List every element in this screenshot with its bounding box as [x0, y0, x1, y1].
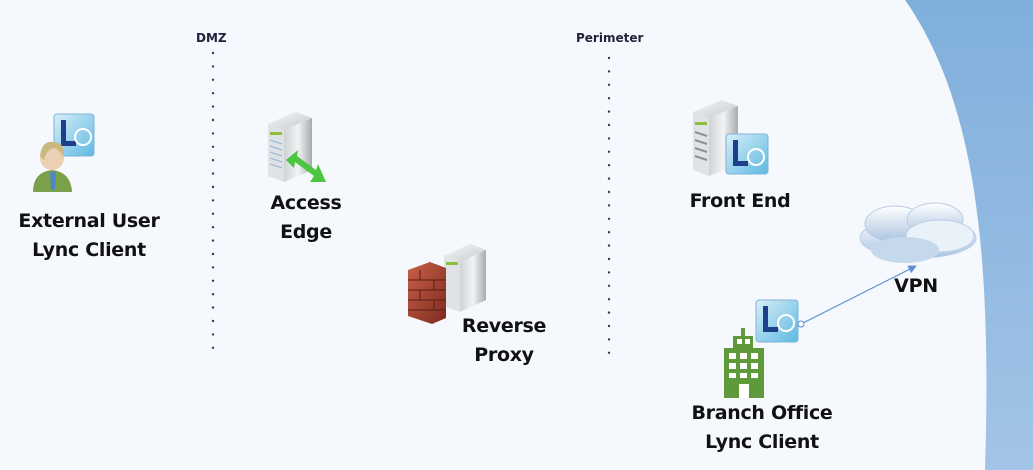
building-with-lync-icon	[724, 299, 799, 398]
divider-dot	[211, 199, 215, 202]
branch-office-line1: Branch Office	[691, 402, 833, 424]
divider-dot	[607, 164, 611, 167]
divider-dot	[211, 118, 215, 122]
branch-office-line2: Lync Client	[705, 431, 819, 453]
divider-dot	[607, 83, 611, 87]
node-label-front-end: Front End	[680, 187, 800, 216]
divider-dot	[607, 271, 611, 274]
firewall-server-icon	[408, 244, 486, 324]
front-end-line1: Front End	[689, 190, 791, 212]
server-with-lync-icon	[693, 100, 769, 176]
access-edge-line1: Access	[270, 192, 342, 214]
divider-dot	[211, 132, 215, 135]
divider-dot	[211, 346, 215, 349]
divider-dot	[211, 306, 215, 309]
internal-network-region	[905, 0, 1033, 470]
server-with-arrow-icon	[268, 112, 326, 182]
node-label-external-user: External User Lync Client	[14, 207, 164, 265]
node-label-reverse-proxy: Reverse Proxy	[454, 312, 554, 370]
divider-dot	[607, 123, 611, 127]
divider-dot	[211, 212, 215, 215]
divider-dot	[211, 159, 215, 162]
divider-dot	[607, 257, 611, 261]
divider-dot	[607, 150, 611, 153]
divider-dot	[211, 266, 215, 269]
divider-dot	[211, 226, 215, 229]
connection-branch-to-vpn	[802, 265, 917, 324]
divider-dot	[211, 105, 215, 108]
cloud-icon	[859, 202, 977, 263]
zone-label-perimeter: Perimeter	[576, 31, 644, 45]
divider-dot	[607, 56, 611, 60]
divider-dot	[607, 70, 611, 73]
node-label-vpn: VPN	[886, 272, 946, 301]
access-edge-line2: Edge	[280, 221, 332, 243]
dmz-divider	[211, 51, 215, 349]
divider-dot	[607, 351, 611, 354]
connection-start-point	[797, 320, 805, 328]
divider-dot	[211, 333, 215, 336]
divider-dot	[211, 185, 215, 189]
divider-dot	[211, 239, 215, 242]
zone-label-dmz: DMZ	[196, 31, 227, 45]
divider-dot	[607, 190, 611, 194]
divider-dot	[607, 177, 611, 180]
divider-dot	[211, 279, 215, 282]
divider-dot	[211, 78, 215, 82]
node-label-branch-office: Branch Office Lync Client	[682, 399, 842, 457]
divider-dot	[211, 92, 215, 95]
vpn-line1: VPN	[894, 275, 938, 297]
divider-dot	[607, 110, 611, 113]
divider-dot	[607, 338, 611, 341]
divider-dot	[211, 319, 215, 323]
divider-dot	[607, 217, 611, 220]
divider-dot	[607, 204, 611, 207]
divider-dot	[211, 145, 215, 148]
user-with-lync-icon	[33, 113, 95, 192]
divider-dot	[607, 298, 611, 301]
divider-dot	[211, 252, 215, 256]
divider-dot	[607, 244, 611, 247]
divider-dot	[211, 172, 215, 175]
divider-dot	[607, 137, 611, 140]
divider-dot	[607, 231, 611, 234]
external-user-line2: Lync Client	[32, 239, 146, 261]
external-user-line1: External User	[18, 210, 160, 232]
divider-dot	[211, 51, 215, 55]
divider-dot	[211, 293, 215, 296]
divider-dot	[607, 324, 611, 328]
perimeter-divider	[607, 56, 611, 354]
divider-dot	[607, 284, 611, 287]
reverse-proxy-line2: Proxy	[474, 344, 534, 366]
divider-dot	[211, 65, 215, 68]
node-label-access-edge: Access Edge	[256, 189, 356, 247]
divider-dot	[607, 97, 611, 100]
divider-dot	[607, 311, 611, 314]
reverse-proxy-line1: Reverse	[461, 315, 547, 337]
